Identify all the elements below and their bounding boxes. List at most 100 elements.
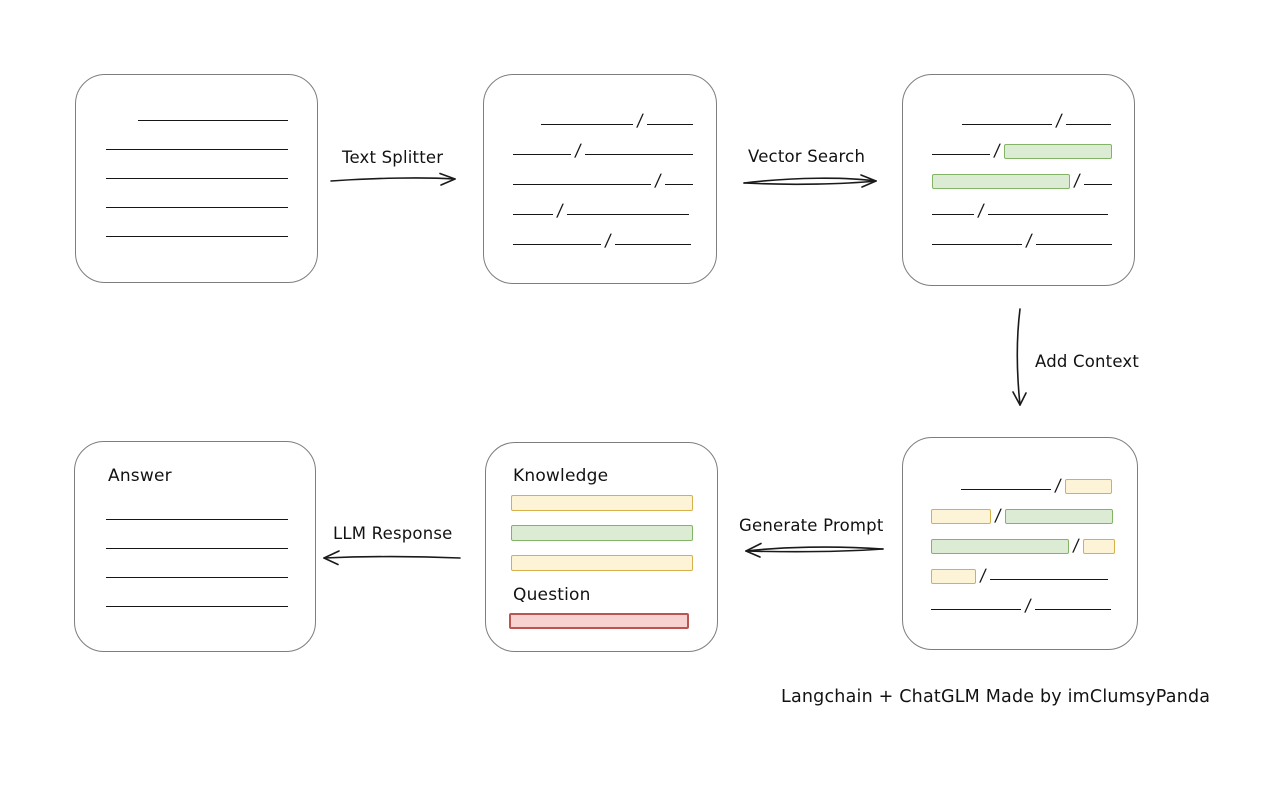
slash-separator: / (653, 171, 663, 191)
text-splitter-label: Text Splitter (342, 148, 444, 167)
slash-separator: / (1053, 476, 1063, 496)
slash-separator: / (1054, 111, 1064, 131)
chunk-line (932, 154, 990, 155)
chunk-rows: / / / / / (513, 96, 697, 251)
chunk-line (1083, 184, 1112, 185)
chunk-line (584, 154, 693, 155)
vector-search-label: Vector Search (748, 147, 866, 166)
knowledge-bar-yellow (511, 555, 693, 571)
chunk-row: / (931, 521, 1115, 556)
highlight-chip-green (932, 174, 1070, 189)
chunk-row: / (932, 186, 1116, 221)
generate-prompt-label: Generate Prompt (739, 516, 884, 535)
knowledge-label: Knowledge (513, 466, 609, 486)
knowledge-bar-green (511, 525, 693, 541)
chunk-line (513, 184, 651, 185)
add-context-label: Add Context (1035, 352, 1140, 371)
chunk-line (541, 124, 633, 125)
chunk-row: / (513, 156, 697, 191)
chunk-row: / (513, 186, 697, 221)
slash-separator: / (1071, 536, 1081, 556)
chunk-line (932, 244, 1022, 245)
slash-separator: / (1023, 596, 1033, 616)
highlight-chip-yellow (1082, 539, 1115, 554)
slash-separator: / (993, 506, 1003, 526)
document-line (106, 606, 288, 607)
knowledge-bars (511, 495, 693, 585)
split-chunks-box: / / / / / (483, 74, 717, 284)
chunk-line (513, 154, 571, 155)
chunk-row: / (932, 126, 1116, 161)
add-context-arrow-icon (1012, 308, 1027, 406)
chunk-rows: / / / / / (932, 96, 1116, 251)
document-line (106, 577, 288, 578)
highlight-chip-yellow (1064, 479, 1112, 494)
slash-separator: / (976, 201, 986, 221)
document-line (106, 548, 288, 549)
document-lines (106, 120, 288, 265)
slash-separator: / (978, 566, 988, 586)
chunk-line (566, 214, 689, 215)
chunk-line (987, 214, 1108, 215)
slash-separator: / (603, 231, 613, 251)
highlight-chip-green (1003, 144, 1112, 159)
document-line (106, 236, 288, 237)
slash-separator: / (573, 141, 583, 161)
chunk-row: / (932, 156, 1116, 191)
chunk-row: / (932, 96, 1116, 131)
chunk-line (1065, 124, 1111, 125)
chunk-line (961, 489, 1051, 490)
vector-search-arrow-icon (743, 174, 877, 188)
chunk-line (646, 124, 693, 125)
diagram-caption: Langchain + ChatGLM Made by imClumsyPand… (781, 687, 1211, 707)
document-line (106, 207, 288, 208)
answer-label: Answer (108, 466, 172, 486)
slash-separator: / (1024, 231, 1034, 251)
chunk-row: / (931, 581, 1115, 616)
slash-separator: / (992, 141, 1002, 161)
highlight-chip-yellow (931, 509, 991, 524)
chunk-row: / (513, 216, 697, 251)
highlight-chip-green (1004, 509, 1113, 524)
source-document-box (75, 74, 318, 283)
chunk-line (931, 609, 1021, 610)
knowledge-bar-yellow (511, 495, 693, 511)
chunk-line (1034, 609, 1111, 610)
question-label: Question (513, 585, 591, 605)
slash-separator: / (1072, 171, 1082, 191)
chunk-line (513, 214, 553, 215)
chunk-line (1035, 244, 1112, 245)
chunk-line (664, 184, 693, 185)
question-bars (509, 613, 689, 643)
chunk-row: / (932, 216, 1116, 251)
vector-matched-chunks-box: / / / / / (902, 74, 1135, 286)
slash-separator: / (555, 201, 565, 221)
chunk-row: / (931, 461, 1115, 496)
chunk-row: / (513, 126, 697, 161)
chunk-line (614, 244, 691, 245)
answer-box: Answer (74, 441, 316, 652)
chunk-line (513, 244, 601, 245)
prompt-box: Knowledge Question (485, 442, 718, 652)
document-line (138, 120, 288, 121)
highlight-chip-green (931, 539, 1069, 554)
text-splitter-arrow-icon (330, 172, 456, 186)
document-line (106, 178, 288, 179)
highlight-chip-yellow (931, 569, 976, 584)
document-line (106, 149, 288, 150)
chunk-row: / (931, 551, 1115, 586)
llm-response-arrow-icon (323, 550, 461, 566)
slash-separator: / (635, 111, 645, 131)
question-bar-red (509, 613, 689, 629)
document-line (106, 519, 288, 520)
chunk-row: / (931, 491, 1115, 526)
llm-response-label: LLM Response (333, 524, 453, 543)
chunk-line (962, 124, 1052, 125)
context-chunks-box: / / / / / (902, 437, 1138, 650)
chunk-line (989, 579, 1108, 580)
generate-prompt-arrow-icon (745, 542, 884, 558)
chunk-line (932, 214, 974, 215)
chunk-row: / (513, 96, 697, 131)
chunk-rows: / / / / / (931, 461, 1115, 616)
